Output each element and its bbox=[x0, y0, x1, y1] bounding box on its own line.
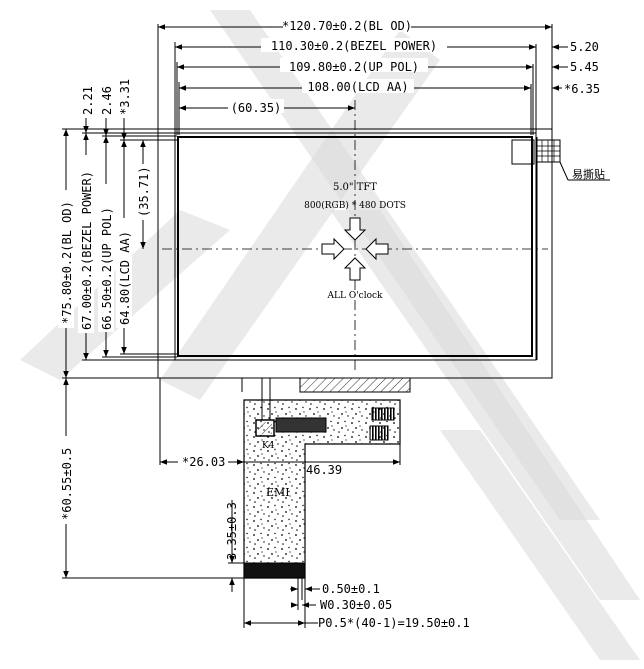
dim-fpc-offset-left: *26.03 bbox=[182, 455, 225, 469]
fpc-k4-label: K4 bbox=[262, 441, 275, 451]
fpc-cable: EMI K4 *26.03 46.39 *60.55±0.5 3.35±0.3 … bbox=[58, 377, 470, 630]
fpc-emi-label: EMI bbox=[266, 486, 290, 499]
dim-bl-od-width: *120.70±0.2(BL OD) bbox=[282, 19, 412, 33]
dim-finger-length: 3.35±0.3 bbox=[225, 502, 239, 560]
dim-pin-width: W0.30±0.05 bbox=[320, 598, 392, 612]
dim-up-pol-height: 66.50±0.2(UP POL) bbox=[100, 207, 114, 330]
viewing-direction-arrows-icon bbox=[321, 217, 389, 281]
left-dimensions: *75.80±0.2(BL OD) 67.00±0.2(BEZEL POWER)… bbox=[58, 79, 179, 379]
dim-pin-pitch: P0.5*(40-1)=19.50±0.1 bbox=[318, 616, 470, 630]
dim-lcd-aa-height: 64.80(LCD AA) bbox=[118, 231, 132, 325]
bezel-outline bbox=[174, 132, 537, 361]
viewing-direction-label: ALL O'clock bbox=[327, 291, 384, 301]
dim-bl-od-height: *75.80±0.2(BL OD) bbox=[60, 201, 74, 324]
panel-resolution-label: 800(RGB) * 480 DOTS bbox=[304, 200, 406, 211]
dim-bezel-power-height: 67.00±0.2(BEZEL POWER) bbox=[80, 171, 94, 330]
panel-size-label: 5.0" TFT bbox=[333, 182, 377, 193]
dim-fpc-width: 46.39 bbox=[306, 463, 342, 477]
lcd-panel: 5.0" TFT 800(RGB) * 480 DOTS ALL O'clock bbox=[157, 100, 553, 379]
dim-right-5-20: 5.20 bbox=[570, 40, 599, 54]
dim-up-pol-width: 109.80±0.2(UP POL) bbox=[289, 60, 419, 74]
dim-fpc-height: *60.55±0.5 bbox=[60, 448, 74, 520]
dim-right-6-35: *6.35 bbox=[564, 82, 600, 96]
dim-center-offset-x: (60.35) bbox=[231, 101, 282, 115]
dim-top-2-21: 2.21 bbox=[81, 86, 95, 115]
dim-top-2-46: 2.46 bbox=[100, 86, 114, 115]
easy-peel-tab: 易撕贴 bbox=[511, 139, 610, 181]
dim-pin-gap: 0.50±0.1 bbox=[322, 582, 380, 596]
dim-top-3-31: *3.31 bbox=[118, 79, 132, 115]
top-dimensions: *120.70±0.2(BL OD) 110.30±0.2(BEZEL POWE… bbox=[157, 18, 600, 135]
dim-right-5-45: 5.45 bbox=[570, 60, 599, 74]
easy-peel-label: 易撕贴 bbox=[572, 167, 605, 181]
dim-lcd-aa-width: 108.00(LCD AA) bbox=[307, 80, 408, 94]
dim-bezel-power-width: 110.30±0.2(BEZEL POWER) bbox=[271, 39, 437, 53]
dim-center-offset-y: (35.71) bbox=[137, 166, 151, 217]
